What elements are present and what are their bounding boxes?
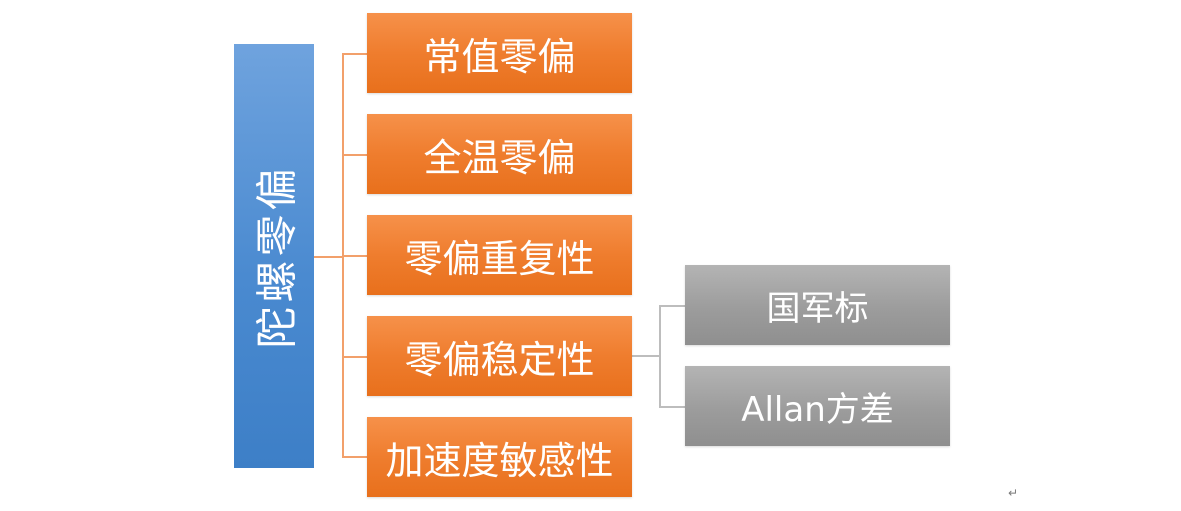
category-node-3: 零偏重复性 [367, 215, 632, 295]
category-node-label: 零偏稳定性 [404, 337, 595, 382]
paragraph-mark-icon: ↵ [1008, 486, 1019, 500]
category-node-label: 全温零偏 [423, 135, 576, 180]
sub-item-node-1: 国军标 [685, 265, 950, 345]
connector-sub-1 [659, 305, 685, 307]
root-node: 陀螺零偏 [234, 44, 314, 468]
category-node-label: 加速度敏感性 [385, 438, 614, 483]
category-node-1: 常值零偏 [367, 13, 632, 93]
connector-category-4 [342, 356, 367, 358]
category-node-2: 全温零偏 [367, 114, 632, 194]
connector-category-5 [342, 456, 367, 458]
connector-sub-spine [659, 305, 661, 407]
sub-item-node-label: Allan方差 [741, 389, 894, 430]
connector-category-2 [342, 154, 367, 156]
category-node-label: 零偏重复性 [404, 236, 595, 281]
connector-category-1 [342, 53, 367, 55]
connector-category-3 [342, 255, 367, 257]
category-node-label: 常值零偏 [423, 34, 576, 79]
connector-sub-2 [659, 406, 685, 408]
root-node-label: 陀螺零偏 [252, 163, 302, 349]
connector-root-stem [314, 256, 343, 258]
category-node-4: 零偏稳定性 [367, 316, 632, 396]
sub-item-node-2: Allan方差 [685, 366, 950, 446]
connector-sub-stem [632, 355, 660, 357]
category-node-5: 加速度敏感性 [367, 417, 632, 497]
sub-item-node-label: 国军标 [766, 288, 869, 329]
